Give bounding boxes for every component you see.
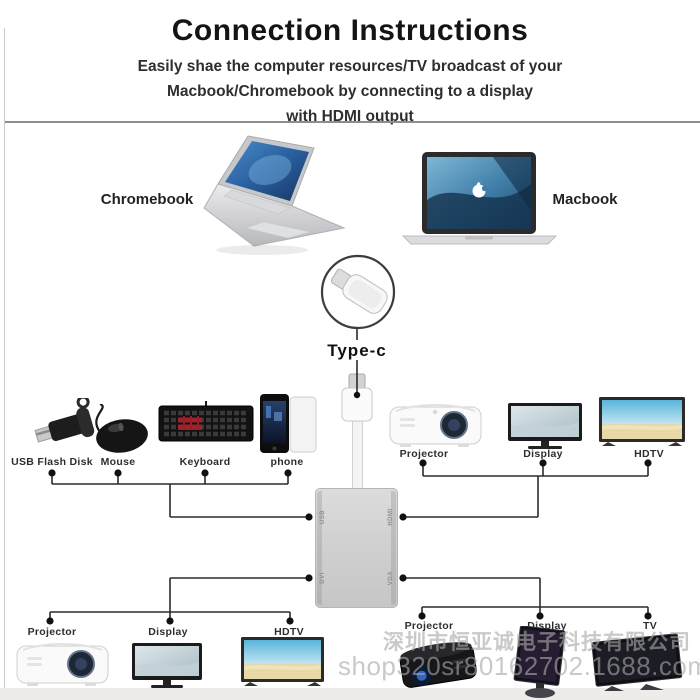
watermark-shop-url: shop320sr80162702.1688.com <box>338 651 700 681</box>
projector-bottom-right-image <box>399 642 477 688</box>
hub-port-hdmi-label: HDMI <box>388 508 394 526</box>
display-bottom-right-image <box>513 626 566 698</box>
label-bottom-left-projector: Projector <box>27 626 77 638</box>
projector-top-image <box>389 404 482 447</box>
hub-left-edge <box>317 491 322 605</box>
label-top-left-phone: phone <box>270 456 304 468</box>
tv-bottom-right-image <box>591 633 683 691</box>
keyboard-image <box>158 401 254 442</box>
label-top-left-mouse: Mouse <box>100 456 136 468</box>
subtitle-line-1: Easily shae the computer resources/TV br… <box>137 58 563 75</box>
type-c-plug-image <box>341 373 373 422</box>
label-top-right-projector: Projector <box>399 448 449 460</box>
page-title: Connection Instructions <box>171 14 529 47</box>
header-divider <box>4 121 700 123</box>
label-top-left-usb-flash-disk: USB Flash Disk <box>11 456 93 468</box>
chromebook-label: Chromebook <box>100 191 194 208</box>
chromebook-image <box>203 135 346 255</box>
subtitle-line-2: Macbook/Chromebook by connecting to a di… <box>166 83 534 100</box>
hub-right-edge <box>391 491 396 605</box>
display-top-image <box>508 403 582 449</box>
subtitle-line-3: with HDMI output <box>286 108 414 125</box>
type-c-label: Type-c <box>327 341 387 360</box>
watermark-company-name: 深圳市恒亚诚电子科技有限公司 <box>383 631 691 654</box>
type-c-zoom-circle <box>320 254 396 330</box>
label-bottom-right-projector: Projector <box>404 620 454 632</box>
hub-port-usb-label: USB <box>320 509 326 525</box>
label-top-left-keyboard: Keyboard <box>179 456 231 468</box>
projector-bottom-left-image <box>16 643 109 686</box>
usb-c-hub-adapter <box>315 488 398 608</box>
hub-port-dvi-label: DVI <box>320 572 326 584</box>
label-bottom-left-hdtv: HDTV <box>274 626 304 638</box>
label-top-right-hdtv: HDTV <box>634 448 664 460</box>
display-bottom-left-image <box>132 643 202 688</box>
label-bottom-right-tv: TV <box>642 620 658 632</box>
usb-flash-disk-image <box>34 398 95 443</box>
hdtv-bottom-left-image <box>241 637 324 686</box>
mouse-image <box>95 404 148 453</box>
label-top-right-display: Display <box>523 448 563 460</box>
subtitle: Easily shae the computer resources/TV br… <box>0 54 700 129</box>
page-left-border <box>4 28 5 692</box>
page-bottom-strip <box>0 688 700 700</box>
phone-image <box>260 394 317 453</box>
label-bottom-left-display: Display <box>148 626 188 638</box>
hdtv-top-image <box>599 397 685 446</box>
macbook-label: Macbook <box>552 191 618 208</box>
macbook-image <box>401 152 558 245</box>
hub-port-vga-label: VGA <box>388 570 394 586</box>
type-c-cable <box>352 416 363 493</box>
